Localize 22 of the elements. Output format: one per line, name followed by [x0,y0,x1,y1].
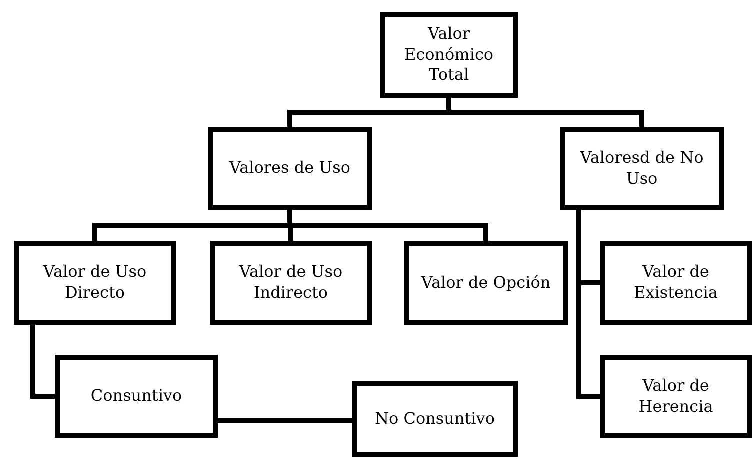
box-label: No Consuntivo [375,408,495,430]
process-box [352,381,518,457]
process-box [55,355,218,438]
process-box [208,127,372,210]
process-box [600,355,752,438]
box-label: Valor de Opción [421,272,551,294]
box-label: Valor de Existencia [633,262,719,304]
box-label: Valor de Uso Indirecto [238,262,344,304]
connector-line [218,418,352,424]
box-label: Valores de Uso [230,158,350,179]
process-box [210,241,372,325]
process-box [14,241,176,325]
process-box [404,241,568,325]
process-box [380,12,518,98]
connector-line [30,325,55,399]
process-box [600,241,752,325]
box-label: Valoresd de No Uso [579,148,705,190]
box-label: Consuntivo [90,386,182,407]
box-label: Valor de Herencia [638,376,714,418]
box-label: Valor Económico Total [403,24,495,86]
box-label: Valor de Uso Directo [42,262,148,304]
process-box [560,127,724,210]
